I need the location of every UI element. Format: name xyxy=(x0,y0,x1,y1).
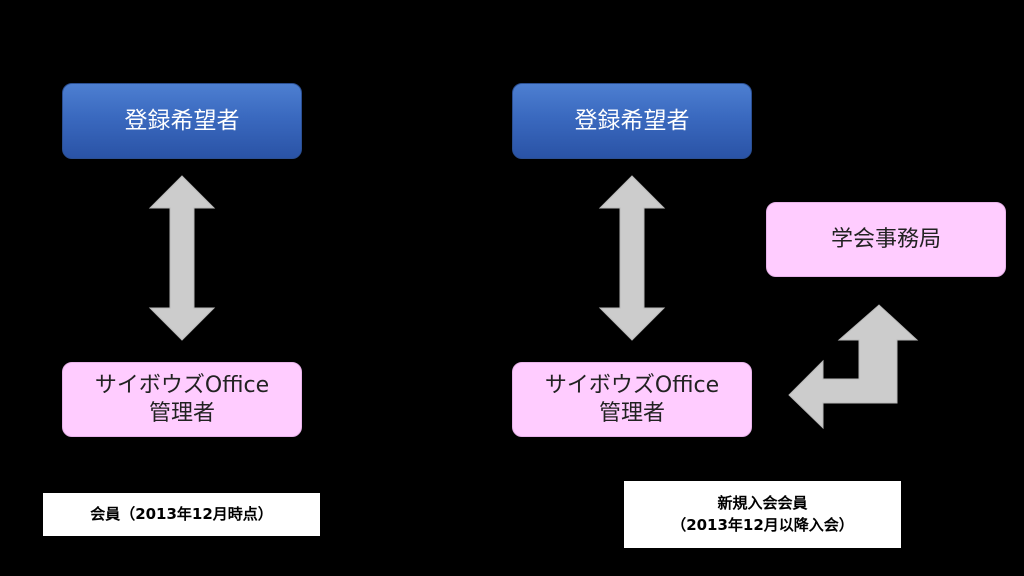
left-double-arrow-icon xyxy=(148,175,216,341)
right-double-arrow-icon xyxy=(598,175,666,341)
right-applicant-box: 登録希望者 xyxy=(512,83,752,159)
right-caption-line2: （2013年12月以降入会） xyxy=(671,515,854,534)
right-office-label: 学会事務局 xyxy=(830,226,941,252)
left-applicant-label: 登録希望者 xyxy=(124,107,240,134)
left-admin-line1: サイボウズOffice xyxy=(94,373,270,398)
right-applicant-label: 登録希望者 xyxy=(574,107,690,134)
right-admin-box: サイボウズOffice 管理者 xyxy=(512,362,752,437)
right-office-box: 学会事務局 xyxy=(766,202,1006,277)
bent-arrow-icon xyxy=(788,304,919,430)
right-caption-line1: 新規入会会員 xyxy=(717,493,808,512)
right-caption: 新規入会会員 （2013年12月以降入会） xyxy=(624,481,901,548)
left-caption-text: 会員（2013年12月時点） xyxy=(90,504,273,523)
right-admin-line1: サイボウズOffice xyxy=(544,373,720,398)
left-applicant-box: 登録希望者 xyxy=(62,83,302,159)
right-admin-line2: 管理者 xyxy=(598,400,665,426)
left-admin-line2: 管理者 xyxy=(148,400,215,426)
left-caption: 会員（2013年12月時点） xyxy=(43,493,320,536)
left-admin-box: サイボウズOffice 管理者 xyxy=(62,362,302,437)
